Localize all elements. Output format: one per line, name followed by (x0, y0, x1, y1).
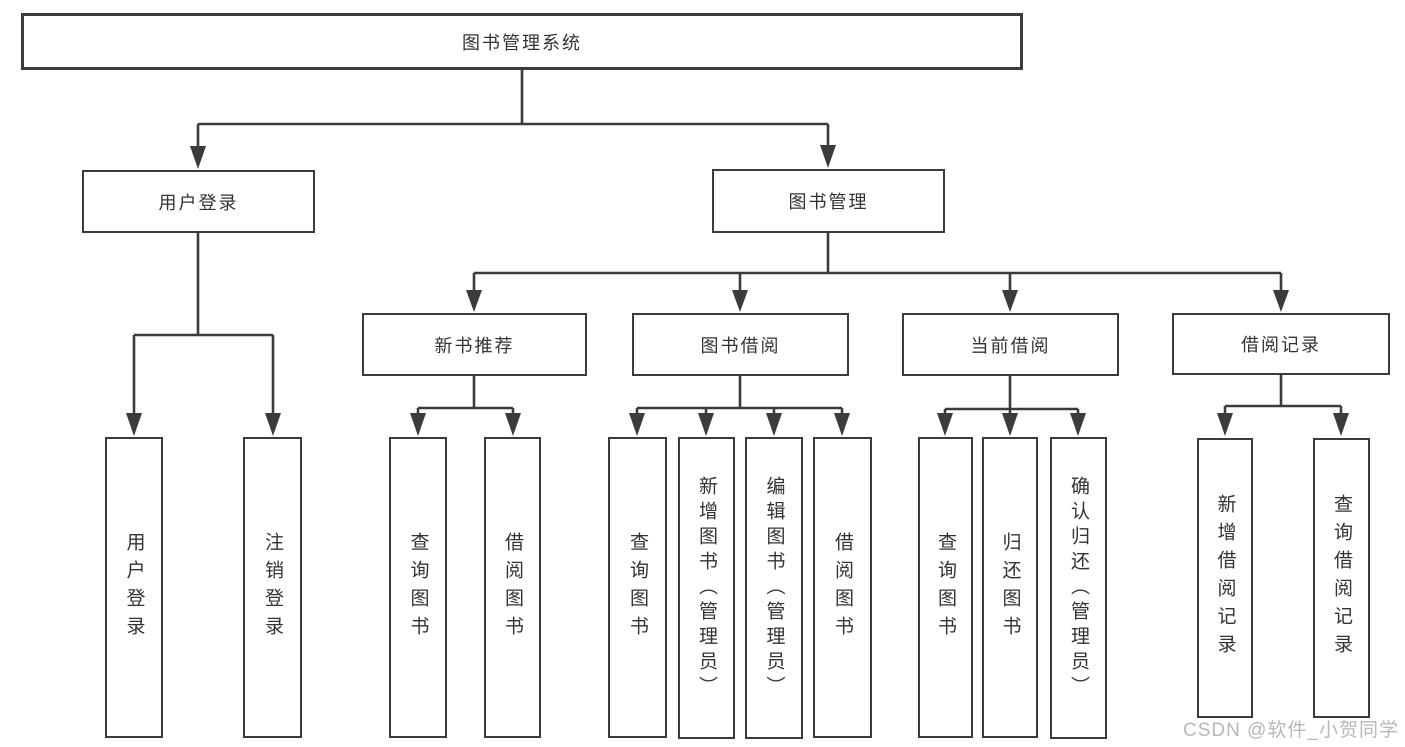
leaf-return-books: 归还图书 (982, 437, 1038, 738)
leaf-add-borrow-record: 新增借阅记录 (1197, 438, 1253, 718)
leaf-confirm-return-admin: 确认归还（管理员） (1050, 437, 1107, 739)
leaf-borrow-books-recommend: 借阅图书 (484, 437, 541, 738)
leaf-query-books-current: 查询图书 (918, 437, 973, 738)
branch-user-login: 用户登录 (82, 170, 315, 233)
leaf-query-borrow-record: 查询借阅记录 (1313, 438, 1370, 718)
leaf-logout: 注销登录 (243, 437, 302, 738)
branch-book-management: 图书管理 (712, 169, 945, 233)
leaf-query-books-recommend: 查询图书 (389, 437, 447, 738)
leaf-user-login: 用户登录 (105, 437, 163, 738)
leaf-borrow-books: 借阅图书 (813, 437, 872, 738)
leaf-query-books-borrow: 查询图书 (608, 437, 667, 738)
csdn-watermark: CSDN @软件_小贺同学 (1183, 720, 1399, 741)
branch-new-book-recommend: 新书推荐 (362, 313, 587, 376)
leaf-add-books-admin: 新增图书（管理员） (678, 437, 735, 739)
branch-borrow-records: 借阅记录 (1172, 313, 1390, 375)
branch-current-borrow: 当前借阅 (902, 313, 1119, 376)
leaf-edit-books-admin: 编辑图书（管理员） (745, 437, 803, 739)
root-node-library-system: 图书管理系统 (21, 13, 1023, 70)
branch-book-borrow: 图书借阅 (632, 313, 849, 376)
